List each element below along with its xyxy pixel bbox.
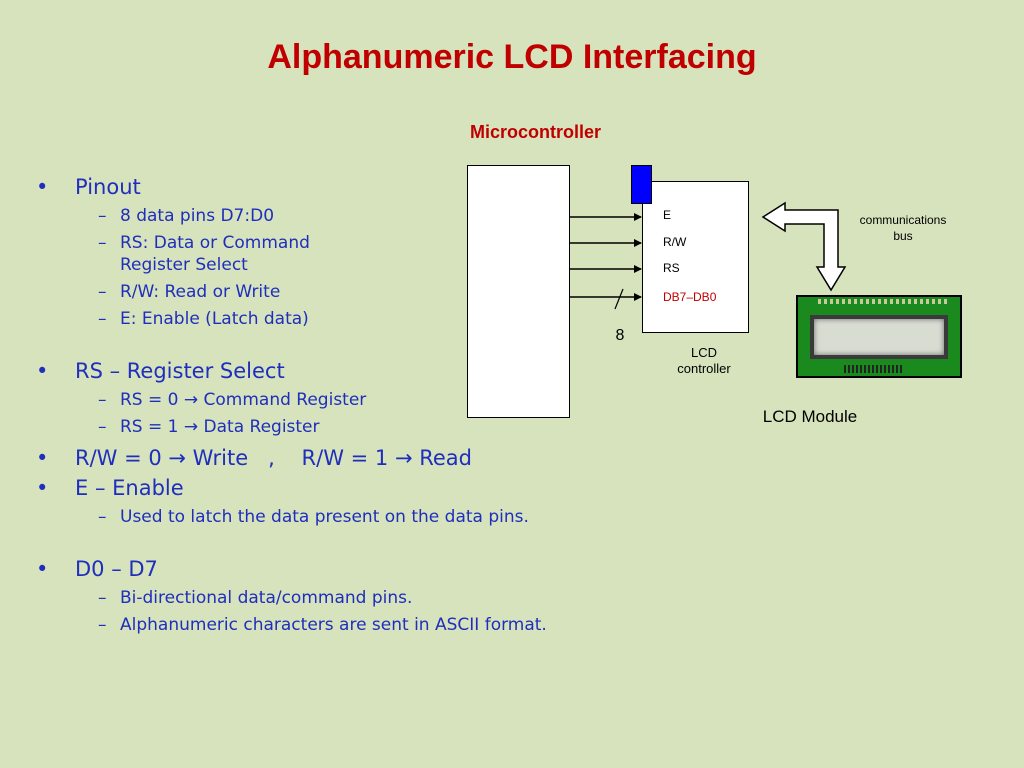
sub-bullet: Alphanumeric characters are sent in ASCI… xyxy=(75,614,596,636)
bullet-text: RS – Register Select xyxy=(75,359,285,383)
sub-list: Used to latch the data present on the da… xyxy=(75,506,596,528)
communications-bus-arrow xyxy=(761,201,847,292)
bullet-rw: R/W = 0 → Write , R/W = 1 → Read xyxy=(36,443,596,473)
lcd-controller-box xyxy=(642,181,749,333)
pin-label-rs: RS xyxy=(663,261,680,275)
lcd-screen xyxy=(810,315,948,359)
sub-bullet: RS = 0 → Command Register xyxy=(75,389,596,411)
sub-bullet: RS: Data or Command Register Select xyxy=(75,232,596,276)
sub-bullet: 8 data pins D7:D0 xyxy=(75,205,596,227)
bullet-data-pins: D0 – D7 Bi-directional data/command pins… xyxy=(36,554,596,636)
microcontroller-label: Microcontroller xyxy=(470,122,602,142)
pin-label-data: DB7–DB0 xyxy=(663,290,717,304)
sub-list: Bi-directional data/command pins. Alphan… xyxy=(75,587,596,636)
bullet-text: Pinout xyxy=(75,175,141,199)
sub-bullet: RS = 1 → Data Register xyxy=(75,416,596,438)
bullet-text: D0 – D7 xyxy=(75,557,158,581)
lcd-pin-header xyxy=(818,299,948,304)
sub-bullet: Bi-directional data/command pins. xyxy=(75,587,596,609)
lcd-controller-label: LCD controller xyxy=(677,345,731,376)
sub-list: RS = 0 → Command Register RS = 1 → Data … xyxy=(75,389,596,438)
bus-width-label: 8 xyxy=(615,327,625,344)
communications-bus-label: communications bus xyxy=(859,213,947,243)
pin-label-e: E xyxy=(663,208,672,222)
slide-title: Alphanumeric LCD Interfacing xyxy=(267,38,757,76)
bullet-rs: RS – Register Select RS = 0 → Command Re… xyxy=(36,356,596,438)
sub-list: 8 data pins D7:D0 RS: Data or Command Re… xyxy=(75,205,596,330)
sub-bullet: Used to latch the data present on the da… xyxy=(75,506,596,528)
bullet-pinout: Pinout 8 data pins D7:D0 RS: Data or Com… xyxy=(36,172,596,330)
lcd-label-strip xyxy=(844,365,904,373)
bullet-list: Pinout 8 data pins D7:D0 RS: Data or Com… xyxy=(36,172,596,641)
sub-bullet: E: Enable (Latch data) xyxy=(75,308,596,330)
bullet-enable: E – Enable Used to latch the data presen… xyxy=(36,473,596,528)
sub-bullet: R/W: Read or Write xyxy=(75,281,596,303)
microcontroller-box xyxy=(467,165,570,418)
lcd-module-label: LCD Module xyxy=(762,407,858,426)
lcd-module-image xyxy=(796,295,962,378)
bullet-text: E – Enable xyxy=(75,476,184,500)
pin-label-rw: R/W xyxy=(663,235,687,249)
bus-slash xyxy=(614,288,624,310)
bullet-text: R/W = 0 → Write , R/W = 1 → Read xyxy=(75,446,472,470)
connector-block xyxy=(631,165,652,204)
